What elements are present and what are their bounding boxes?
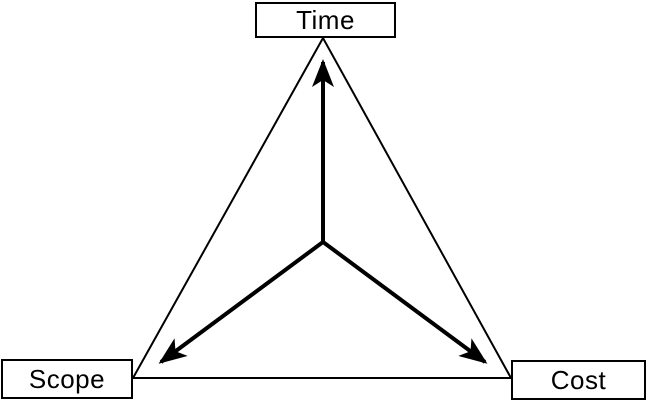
node-cost: Cost bbox=[511, 360, 646, 400]
arrow-center-to-cost bbox=[321, 240, 488, 364]
triangle-outline bbox=[131, 35, 513, 379]
node-cost-label: Cost bbox=[550, 365, 607, 395]
arrow-center-to-scope bbox=[158, 240, 325, 364]
node-time-label: Time bbox=[296, 5, 355, 35]
node-scope-label: Scope bbox=[28, 364, 106, 394]
node-time: Time bbox=[255, 2, 396, 38]
node-scope: Scope bbox=[1, 359, 133, 399]
